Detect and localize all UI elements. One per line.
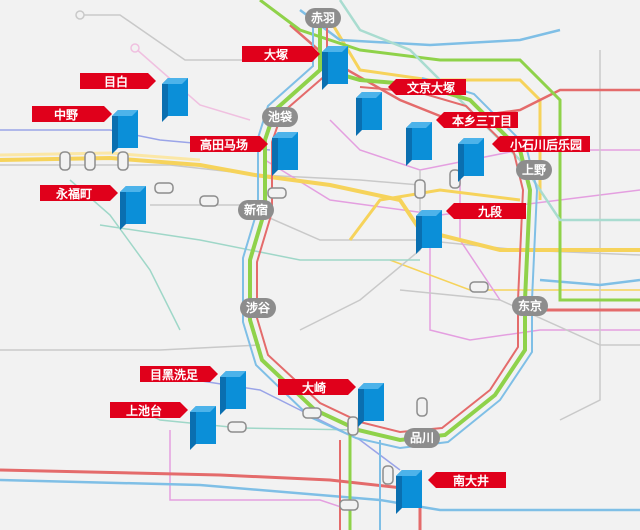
rail-line bbox=[328, 19, 542, 200]
rail-line bbox=[399, 289, 640, 346]
property-label: 上池台 bbox=[126, 403, 162, 418]
transfer-node bbox=[414, 179, 426, 199]
property-koishikawa[interactable]: 小石川后乐园 bbox=[458, 136, 590, 182]
station-label: 上野 bbox=[522, 162, 546, 177]
station-ikebukuro[interactable]: 池袋 bbox=[262, 107, 298, 127]
property-label: 九段 bbox=[477, 204, 503, 219]
station-label: 池袋 bbox=[268, 109, 293, 124]
station-ueno[interactable]: 上野 bbox=[516, 160, 552, 180]
transfer-node bbox=[59, 151, 71, 171]
rail-line bbox=[150, 204, 640, 256]
transfer-node bbox=[339, 499, 359, 511]
rail-line bbox=[99, 224, 420, 261]
building-icon bbox=[358, 383, 384, 427]
transfer-node bbox=[416, 397, 428, 417]
rail-line bbox=[559, 50, 601, 421]
building-icon bbox=[272, 132, 298, 176]
building-icon bbox=[120, 186, 146, 230]
station-label: 新宿 bbox=[244, 202, 268, 217]
station-shibuya[interactable]: 涉谷 bbox=[240, 298, 276, 318]
transfer-node bbox=[154, 182, 174, 194]
building-icon bbox=[162, 78, 188, 122]
rail-line bbox=[259, 0, 640, 302]
property-minamioi[interactable]: 南大井 bbox=[396, 470, 506, 514]
property-label: 中野 bbox=[54, 107, 78, 122]
property-label: 南大井 bbox=[453, 473, 489, 488]
rail-line bbox=[0, 151, 201, 162]
transfer-node bbox=[469, 281, 489, 293]
property-meguro[interactable]: 目黑洗足 bbox=[140, 366, 246, 415]
rail-line bbox=[348, 188, 521, 241]
rail-line bbox=[0, 344, 261, 351]
building-icon bbox=[458, 138, 484, 182]
transfer-node bbox=[84, 151, 96, 171]
station-label: 赤羽 bbox=[311, 10, 335, 25]
building-icon bbox=[220, 371, 246, 415]
property-label: 高田马场 bbox=[200, 137, 248, 152]
station-labels: 赤羽 池袋 新宿 上野 涉谷 东京 品川 bbox=[238, 8, 552, 448]
building-icon bbox=[112, 110, 138, 154]
south-lines bbox=[339, 430, 381, 530]
property-hongo[interactable]: 本乡三丁目 bbox=[406, 112, 518, 166]
transfer-node bbox=[267, 187, 287, 199]
rail-line bbox=[338, 0, 640, 222]
transfer-node bbox=[302, 407, 322, 419]
rail-line bbox=[459, 160, 501, 301]
property-label: 小石川后乐园 bbox=[510, 137, 582, 152]
transfer-node bbox=[199, 195, 219, 207]
station-tokyo[interactable]: 东京 bbox=[512, 296, 548, 316]
transfer-node bbox=[347, 416, 359, 436]
building-icon bbox=[356, 92, 382, 136]
property-label: 目白 bbox=[104, 74, 128, 89]
rail-line bbox=[0, 155, 640, 252]
property-takadanobaba[interactable]: 高田马场 bbox=[190, 132, 298, 176]
property-nakano[interactable]: 中野 bbox=[32, 106, 138, 154]
rail-line bbox=[539, 278, 640, 287]
station-label: 品川 bbox=[410, 431, 434, 445]
property-label: 永福町 bbox=[55, 186, 92, 201]
transfer-node bbox=[227, 421, 247, 433]
station-label: 东京 bbox=[518, 298, 542, 313]
station-shinagawa[interactable]: 品川 bbox=[404, 428, 440, 448]
station-akabane[interactable]: 赤羽 bbox=[305, 8, 341, 28]
property-markers: 大塚 目白 文京大塚 中野 本乡三丁目 高田马场 bbox=[32, 46, 590, 514]
station-shinjuku[interactable]: 新宿 bbox=[238, 200, 274, 220]
building-icon bbox=[416, 210, 442, 254]
transfer-nodes bbox=[59, 151, 489, 511]
transfer-node bbox=[117, 151, 129, 171]
property-mejiro[interactable]: 目白 bbox=[80, 73, 188, 122]
line-terminus bbox=[75, 10, 85, 20]
property-label: 本乡三丁目 bbox=[452, 113, 512, 128]
building-icon bbox=[396, 470, 422, 514]
red-line bbox=[0, 24, 640, 530]
rail-line bbox=[299, 170, 421, 331]
building-icon bbox=[322, 46, 348, 90]
property-bunkyo[interactable]: 文京大塚 bbox=[356, 79, 466, 136]
property-osaki[interactable]: 大崎 bbox=[278, 379, 384, 427]
rail-line bbox=[429, 230, 640, 341]
building-icon bbox=[190, 406, 216, 450]
green-lines bbox=[259, 0, 640, 302]
station-label: 涉谷 bbox=[246, 300, 271, 315]
property-label: 大塚 bbox=[264, 47, 288, 62]
property-kudan[interactable]: 九段 bbox=[416, 203, 526, 254]
property-label: 目黑洗足 bbox=[150, 367, 198, 382]
rail-line bbox=[169, 430, 351, 511]
chuo-line bbox=[0, 19, 640, 252]
rail-line bbox=[0, 478, 640, 512]
property-label: 大崎 bbox=[302, 380, 326, 395]
building-icon bbox=[406, 122, 432, 166]
line-terminus bbox=[130, 43, 140, 53]
property-kamiikedai[interactable]: 上池台 bbox=[110, 402, 216, 450]
property-eifukucho[interactable]: 永福町 bbox=[40, 185, 146, 230]
transfer-node bbox=[382, 465, 394, 485]
rail-line bbox=[134, 47, 251, 121]
property-label: 文京大塚 bbox=[407, 80, 455, 95]
property-otsuka[interactable]: 大塚 bbox=[242, 46, 348, 90]
